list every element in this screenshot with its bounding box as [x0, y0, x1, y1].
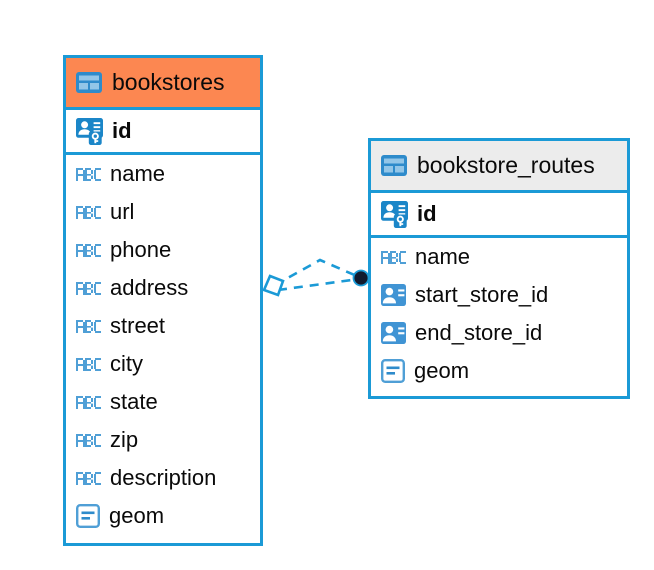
primary-key-icon — [76, 117, 103, 145]
foreign-key-icon — [381, 322, 406, 344]
entity-bookstore-routes-header[interactable]: bookstore_routes — [371, 141, 627, 193]
field-name: name — [110, 161, 166, 186]
field-row[interactable]: geom — [66, 497, 260, 535]
field-row[interactable]: id — [371, 193, 627, 238]
relationship-line-lower — [277, 277, 360, 292]
field-name: description — [110, 465, 217, 490]
field-name: geom — [414, 358, 470, 383]
abc-text-icon — [76, 433, 101, 447]
field-name: start_store_id — [415, 282, 549, 307]
entity-bookstores-title: bookstores — [112, 69, 225, 95]
filled-circle-marker — [352, 269, 370, 287]
field-row[interactable]: zip — [66, 421, 260, 459]
field-name: city — [110, 351, 143, 376]
field-row[interactable]: city — [66, 345, 260, 383]
abc-text-icon — [76, 319, 101, 333]
abc-text-icon — [76, 471, 101, 485]
field-name: phone — [110, 237, 172, 262]
field-name: url — [110, 199, 135, 224]
field-name: address — [110, 275, 189, 300]
field-name: name — [415, 244, 471, 269]
table-icon — [76, 72, 102, 93]
abc-text-icon — [76, 395, 101, 409]
abc-text-icon — [76, 205, 101, 219]
field-name: state — [110, 389, 158, 414]
field-name: end_store_id — [415, 320, 543, 345]
abc-text-icon — [76, 281, 101, 295]
relationship-line-upper — [274, 258, 360, 287]
abc-text-icon — [76, 243, 101, 257]
field-row[interactable]: start_store_id — [371, 276, 627, 314]
field-row[interactable]: geom — [371, 352, 627, 390]
field-row[interactable]: name — [371, 238, 627, 276]
field-row[interactable]: address — [66, 269, 260, 307]
entity-bookstore-routes-title: bookstore_routes — [417, 152, 595, 178]
field-row[interactable]: id — [66, 110, 260, 155]
entity-bookstore-routes[interactable]: bookstore_routes id — [368, 138, 630, 399]
field-name: zip — [110, 427, 139, 452]
field-row[interactable]: phone — [66, 231, 260, 269]
field-row[interactable]: street — [66, 307, 260, 345]
field-row[interactable]: state — [66, 383, 260, 421]
geometry-icon — [381, 359, 406, 384]
abc-text-icon — [76, 167, 101, 181]
field-row[interactable]: end_store_id — [371, 314, 627, 352]
field-name: street — [110, 313, 166, 338]
abc-text-icon — [381, 250, 406, 264]
abc-text-icon — [76, 357, 101, 371]
table-icon — [381, 155, 407, 176]
entity-bookstores-header[interactable]: bookstores — [66, 58, 260, 110]
field-name: id — [417, 201, 437, 226]
entity-bookstores[interactable]: bookstores id — [63, 55, 263, 546]
primary-key-icon — [381, 200, 408, 228]
field-row[interactable]: url — [66, 193, 260, 231]
field-row[interactable]: description — [66, 459, 260, 497]
field-name: id — [112, 118, 132, 143]
relationship-connector[interactable] — [258, 248, 378, 310]
geometry-icon — [76, 504, 101, 529]
foreign-key-icon — [381, 284, 406, 306]
diamond-marker — [262, 274, 285, 297]
field-row[interactable]: name — [66, 155, 260, 193]
field-name: geom — [109, 503, 165, 528]
